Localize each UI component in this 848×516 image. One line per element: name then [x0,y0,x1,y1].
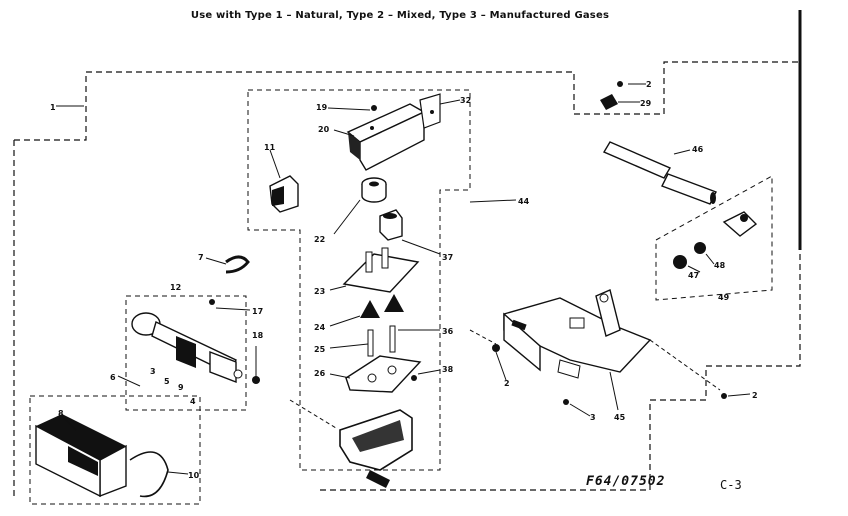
callout-4: 4 [190,397,196,406]
group-49-box [655,175,773,301]
callout-23: 23 [314,287,325,296]
assembly-boundary [14,61,801,491]
screw-19 [371,105,377,111]
clip-11 [269,175,299,213]
plate-26 [345,355,422,393]
plate-23 [342,247,420,293]
drawing-code: F64/07502 [586,474,666,489]
clip-7 [225,255,250,274]
page-reference: C-3 [720,478,742,492]
callout-45: 45 [614,413,626,422]
callout-36: 36 [442,327,454,336]
screw-36 [389,325,396,353]
screw-18 [252,376,260,384]
callout-7: 7 [198,253,204,262]
callout-29: 29 [640,99,652,108]
screw-17 [209,299,215,305]
callout-48: 48 [714,261,726,270]
part-22 [361,177,387,203]
diagram-title: Use with Type 1 – Natural, Type 2 – Mixe… [190,10,610,21]
spring-24b [384,294,404,312]
callout-44: 44 [518,197,530,206]
screw-2a [617,81,623,87]
orifice-49 [673,211,758,269]
callout-22: 22 [314,235,325,244]
callout-11: 11 [264,143,276,152]
screw-2b [492,344,500,352]
callout-19: 19 [316,103,328,112]
screw-5 [563,399,569,405]
group-12-box [125,295,247,411]
callout-2b: 2 [504,379,510,388]
part-37 [379,209,403,241]
callout-38: 38 [442,365,454,374]
bracket-20 [346,93,441,171]
pilot-12 [131,312,243,384]
callout-47: 47 [688,271,699,280]
screw-2c [721,393,727,399]
valve-body [339,409,413,488]
callout-37: 37 [442,253,453,262]
callout-9: 9 [178,383,184,392]
callout-20: 20 [318,125,330,134]
screw-25 [367,329,374,357]
part-29 [600,94,618,110]
callout-49: 49 [718,293,730,302]
screw-38 [411,375,417,381]
callout-3b: 3 [590,413,596,422]
rod-46 [602,141,717,205]
callout-12: 12 [170,283,181,292]
callout-46: 46 [692,145,704,154]
callout-5: 5 [164,377,170,386]
callout-10: 10 [188,471,200,480]
callout-18: 18 [252,331,264,340]
callout-17: 17 [252,307,263,316]
callout-2a: 2 [646,80,652,89]
callout-8: 8 [58,409,64,418]
thermocouple-8 [35,414,169,498]
callout-26: 26 [314,369,326,378]
callout-24: 24 [314,323,326,332]
callout-1: 1 [50,103,56,112]
callout-32: 32 [460,96,471,105]
spring-24 [360,300,380,318]
bracket-45 [503,289,652,379]
callout-25: 25 [314,345,326,354]
callout-2c: 2 [752,391,758,400]
callout-6: 6 [110,373,116,382]
group-44-box [247,89,471,471]
callout-3: 3 [150,367,156,376]
